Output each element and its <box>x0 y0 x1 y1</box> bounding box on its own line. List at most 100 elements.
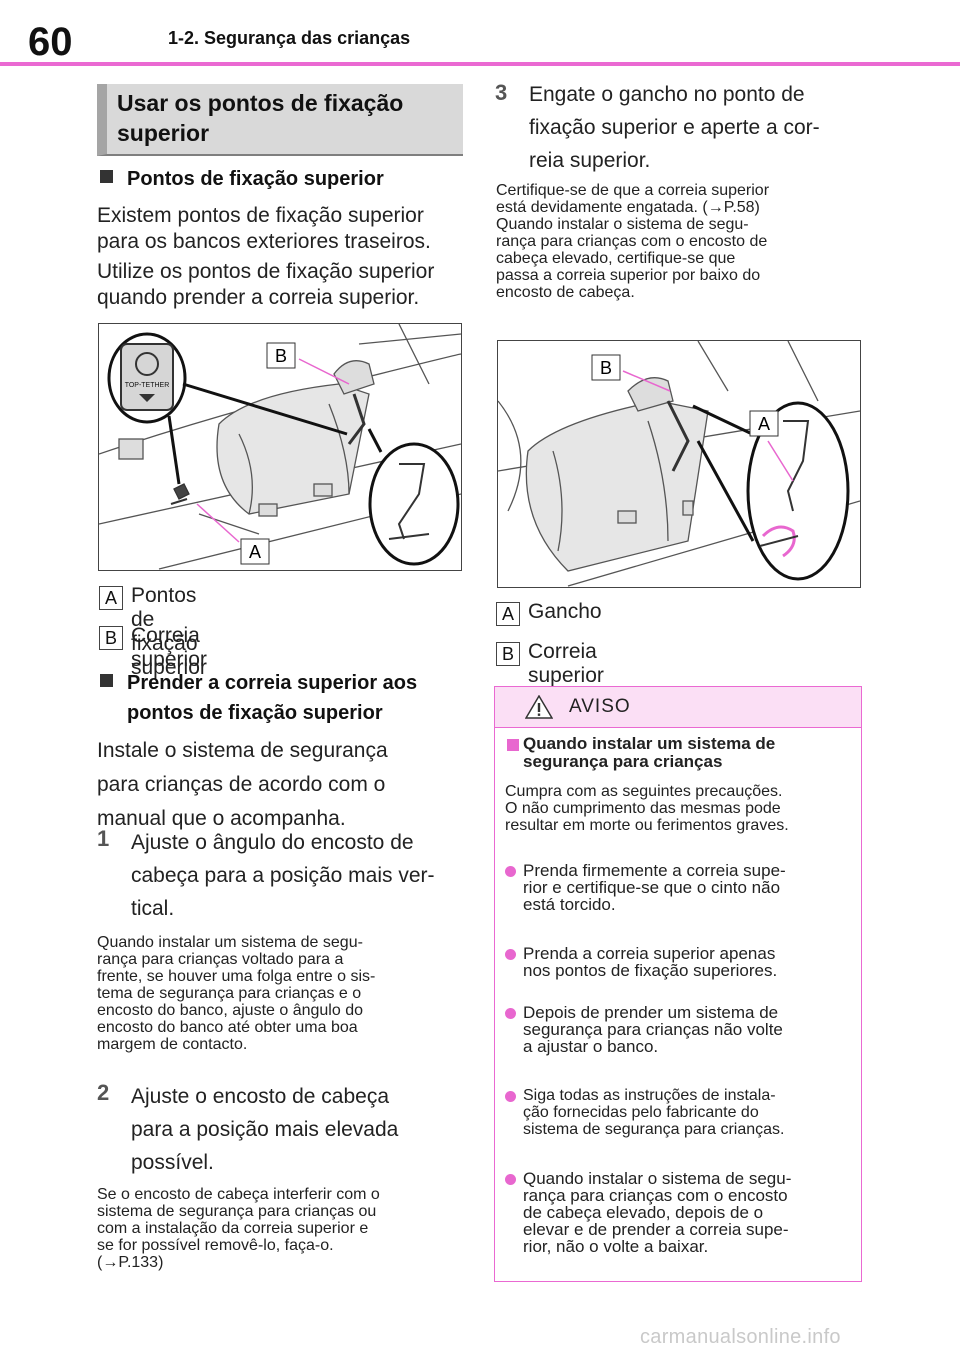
legend-key: A <box>99 586 123 610</box>
text-line: Siga todas as instruções de instala- <box>523 1087 776 1104</box>
text-line: Quando instalar um sistema de segu- <box>97 934 363 951</box>
step-3-note: Certifique-se de que a correia superior … <box>496 182 769 301</box>
text-line: Utilize os pontos de fixação superior <box>97 260 435 283</box>
text-line: Quando instalar o sistema de segu- <box>496 216 749 233</box>
text-line: rança para crianças com o encosto de <box>496 233 768 250</box>
warning-bullet: Prenda a correia superior apenas nos pon… <box>523 945 853 979</box>
warning-bullet: Depois de prender um sistema de seguranç… <box>523 1004 853 1055</box>
bullet-icon <box>505 1174 516 1185</box>
text-line: Prenda a correia superior apenas <box>523 944 776 963</box>
header-divider <box>0 62 960 66</box>
text-line: resultar em morte ou ferimentos graves. <box>505 817 789 834</box>
callout-a-label: A <box>249 542 261 562</box>
step-2: 2 Ajuste o encosto de cabeça para a posi… <box>97 1080 467 1180</box>
warning-subheading: Quando instalar um sistema de segurança … <box>523 735 853 771</box>
text-line: cabeça elevado, certifique-se que <box>496 250 736 267</box>
paragraph-anchor-info: Existem pontos de fixação superior para … <box>97 203 431 255</box>
text-line: encosto do banco, ajuste o ângulo do <box>97 1002 363 1019</box>
watermark: carmanualsonline.info <box>640 1326 841 1348</box>
text-line: Quando instalar um sistema de <box>523 734 776 753</box>
text-line: fixação superior e aperte a cor- <box>529 116 820 139</box>
callout-b-label: B <box>600 358 612 378</box>
page-number: 60 <box>28 20 73 64</box>
text-line: quando prender a correia superior. <box>97 286 420 309</box>
callout-b <box>591 354 621 381</box>
seat-anchor-illustration: TOP-TETHER B A <box>99 324 461 570</box>
bullet-icon <box>505 949 516 960</box>
step-1: 1 Ajuste o ângulo do encosto de cabeça p… <box>97 826 467 926</box>
section-heading: Usar os pontos de fixação superior <box>97 84 463 156</box>
warning-title: AVISO <box>569 696 631 717</box>
text-line: com a instalação da correia superior e <box>97 1220 369 1237</box>
text-line: rança para crianças voltado para a <box>97 951 344 968</box>
text-line: Depois de prender um sistema de <box>523 1003 779 1022</box>
warning-bullet: Quando instalar o sistema de segu- rança… <box>523 1170 853 1255</box>
text-line: Certifique-se de que a correia superior <box>496 182 770 199</box>
text-line: elevar e de prender a correia supe- <box>523 1220 789 1239</box>
warning-box: AVISO Quando instalar um sistema de segu… <box>494 686 862 1282</box>
step-number: 2 <box>97 1080 110 1105</box>
subheading-attach-strap: Prender a correia superior aos pontos de… <box>100 668 417 728</box>
text-line: Ajuste o encosto de cabeça <box>131 1085 390 1108</box>
warning-intro: Cumpra com as seguintes precauções. O nã… <box>505 783 855 834</box>
text-line: tical. <box>131 897 175 920</box>
paragraph-install-intro: Instale o sistema de segurança para cria… <box>97 734 388 836</box>
square-bullet-icon <box>100 170 113 183</box>
text-line: de cabeça elevado, depois de o <box>523 1203 764 1222</box>
text-line: Engate o gancho no ponto de <box>529 83 805 106</box>
text-line: (→P.133) <box>97 1254 164 1271</box>
legend-key: B <box>99 626 123 650</box>
legend-text: Correia superior <box>131 624 207 671</box>
text-line: sistema de segurança para crianças ou <box>97 1203 377 1220</box>
callout-a <box>749 410 779 437</box>
chapter-title: 1-2. Segurança das crianças <box>168 28 411 48</box>
hook-strap-illustration: B A <box>498 341 860 587</box>
warning-bullet: Siga todas as instruções de instala- ção… <box>523 1087 853 1138</box>
text-line: tema de segurança para crianças e o <box>97 985 362 1002</box>
bullet-icon <box>505 1091 516 1102</box>
text-line: está torcido. <box>523 895 616 914</box>
text-line: encosto do banco até obter uma boa <box>97 1019 358 1036</box>
step-1-note: Quando instalar um sistema de segu- ranç… <box>97 934 375 1053</box>
subheading-text: pontos de fixação superior <box>127 702 383 724</box>
text-line: passa a correia superior por baixo do <box>496 267 761 284</box>
text-line: para os bancos exteriores traseiros. <box>97 230 431 253</box>
legend-key: A <box>496 602 520 626</box>
text-line: frente, se houver uma folga entre o sis- <box>97 968 376 985</box>
callout-a-label: A <box>758 414 770 434</box>
step-2-note: Se o encosto de cabeça interferir com o … <box>97 1186 380 1271</box>
callout-a <box>240 538 270 565</box>
text-line: manual que o acompanha. <box>97 807 346 830</box>
text-line: margem de contacto. <box>97 1036 248 1053</box>
text-line: O não cumprimento das mesmas pode <box>505 800 781 817</box>
text-line: Prenda firmemente a correia supe- <box>523 861 786 880</box>
text-line: Cumpra com as seguintes precauções. <box>505 783 783 800</box>
bullet-icon <box>505 866 516 877</box>
subheading-text: Prender a correia superior aos <box>127 672 418 694</box>
warning-header: AVISO <box>495 687 861 728</box>
legend-text: Correia superior <box>528 640 604 687</box>
warning-icon <box>525 695 553 719</box>
section-heading-line: superior <box>117 120 210 146</box>
text-line: reia superior. <box>529 149 651 172</box>
warning-bullet: Prenda firmemente a correia supe- rior e… <box>523 862 853 913</box>
text-line: Existem pontos de fixação superior <box>97 204 424 227</box>
figure-anchor-points: TOP-TETHER B A <box>98 323 462 571</box>
text-line: para crianças de acordo com o <box>97 773 386 796</box>
text-line: cabeça para a posição mais ver- <box>131 864 435 887</box>
subheading-anchor-points: Pontos de fixação superior <box>100 168 384 191</box>
text-line: nos pontos de fixação superiores. <box>523 961 778 980</box>
top-tether-icon-label: TOP-TETHER <box>125 382 170 389</box>
text-line: ção fornecidas pelo fabricante do <box>523 1104 759 1121</box>
text-line: segurança para crianças não volte <box>523 1020 783 1039</box>
text-line: rior, não o volte a baixar. <box>523 1237 709 1256</box>
callout-b-label: B <box>275 346 287 366</box>
text-line: a ajustar o banco. <box>523 1037 659 1056</box>
text-line: rior e certifique-se que o cinto não <box>523 878 781 897</box>
text-line: Se o encosto de cabeça interferir com o <box>97 1186 380 1203</box>
figure-hook-attach: B A <box>497 340 861 588</box>
step-3: 3 Engate o gancho no ponto de fixação su… <box>495 78 875 178</box>
callout-b <box>266 342 296 369</box>
text-line: segurança para crianças <box>523 752 723 771</box>
text-line: possível. <box>131 1151 214 1174</box>
